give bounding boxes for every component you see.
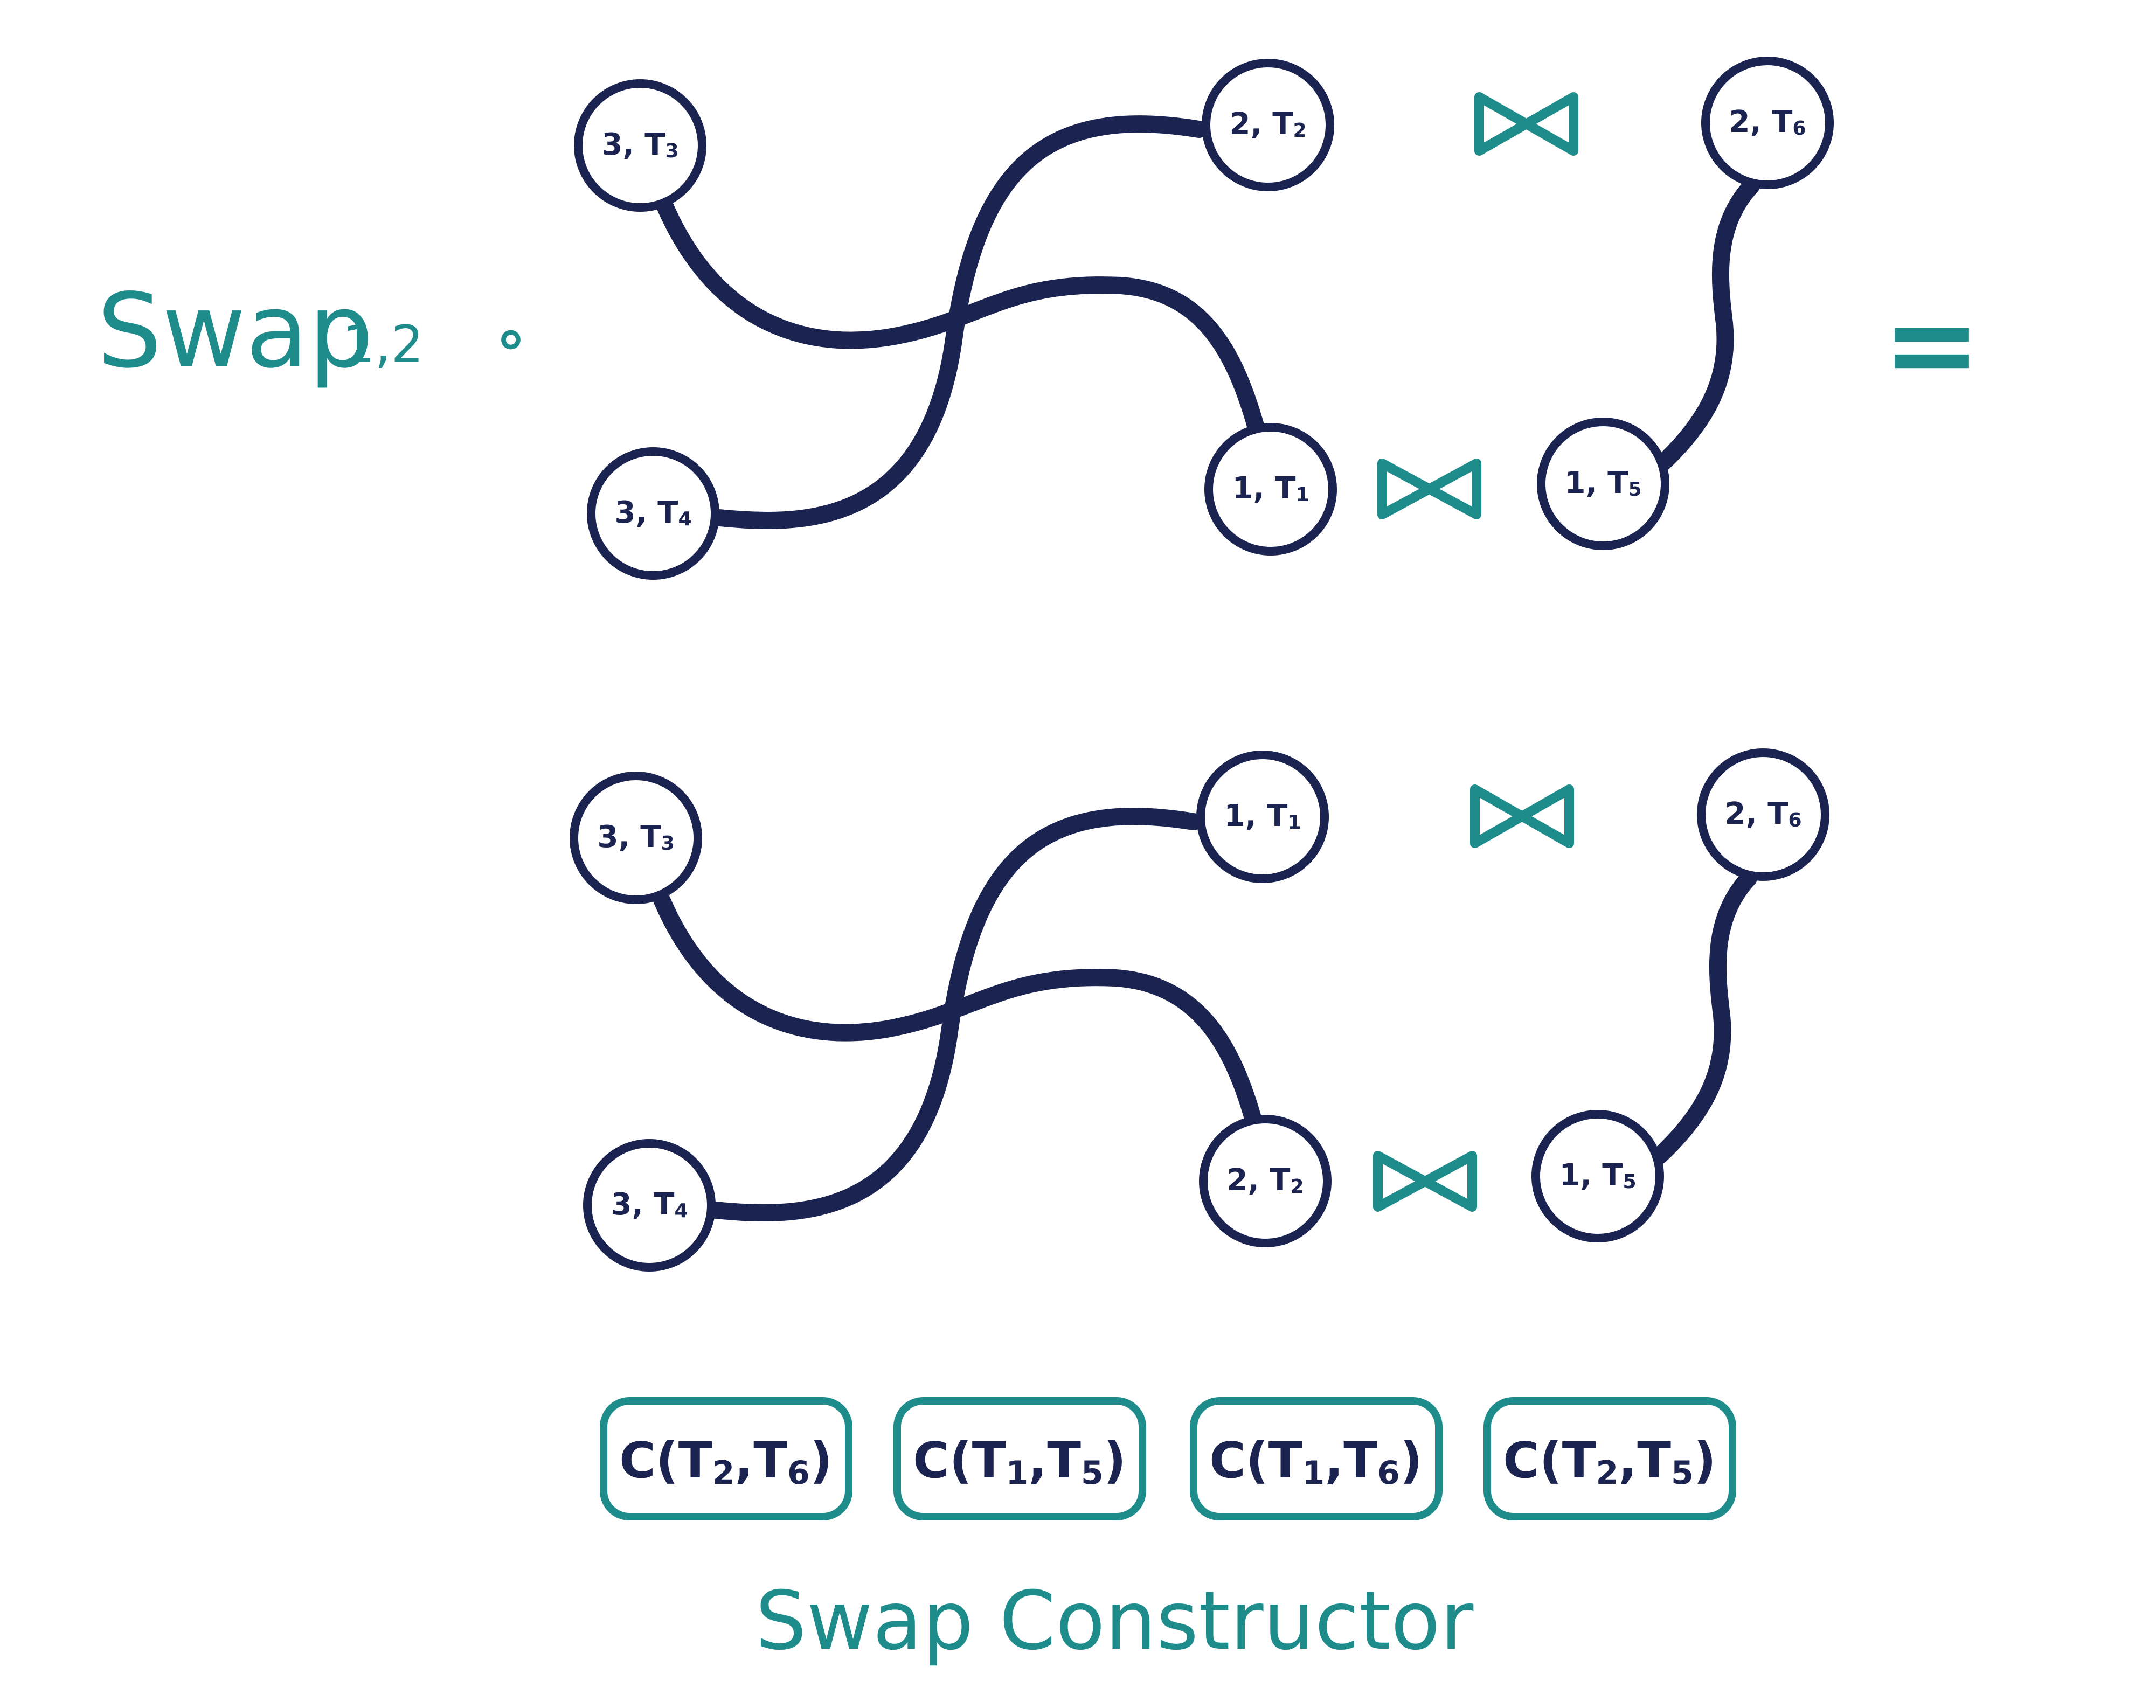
constraint-label: C(T2,T5) bbox=[1503, 1432, 1716, 1492]
node: 2, T2 bbox=[1199, 1115, 1332, 1247]
node-circle bbox=[1199, 1115, 1332, 1247]
equals-symbol: = bbox=[1882, 275, 1981, 413]
node-label: 2, T2 bbox=[1229, 107, 1306, 142]
node: 1, T5 bbox=[1537, 418, 1669, 550]
node: 1, T5 bbox=[1531, 1110, 1664, 1242]
bowtie-icon bbox=[1377, 459, 1481, 519]
node: 3, T3 bbox=[570, 772, 702, 904]
node-label: 2, T2 bbox=[1226, 1163, 1304, 1198]
constraint-box: C(T2,T5) bbox=[1483, 1397, 1736, 1520]
edge-b-c bbox=[702, 808, 1202, 1221]
edge-a-d bbox=[657, 199, 1264, 434]
node-label: 3, T4 bbox=[611, 1187, 688, 1222]
node-label: 2, T6 bbox=[1729, 105, 1806, 140]
edge-e-f bbox=[1654, 177, 1760, 472]
edge-a-d bbox=[653, 891, 1261, 1127]
node: 3, T3 bbox=[574, 79, 706, 212]
node-circle bbox=[1202, 59, 1334, 191]
node-label: 3, T3 bbox=[597, 820, 674, 855]
bottom-diagram: 3, T3 3, T4 1, T1 2, T2 2, T6 1, T5 bbox=[570, 748, 1829, 1272]
node: 2, T2 bbox=[1202, 59, 1334, 191]
edge-b-c bbox=[705, 115, 1208, 529]
node-circle bbox=[583, 1139, 716, 1272]
bowtie-icon bbox=[1373, 1151, 1477, 1212]
constraint-label: C(T2,T6) bbox=[619, 1432, 833, 1492]
node-label: 1, T1 bbox=[1232, 471, 1309, 506]
constraint-boxes: C(T2,T6) C(T1,T5) C(T1,T6) C(T2,T5) bbox=[600, 1397, 1736, 1520]
node-circle bbox=[570, 772, 702, 904]
node-label: 1, T1 bbox=[1224, 799, 1301, 834]
caption: Swap Constructor bbox=[755, 1574, 1474, 1668]
node: 2, T6 bbox=[1701, 57, 1834, 189]
node: 3, T4 bbox=[583, 1139, 716, 1272]
constraint-box: C(T1,T5) bbox=[893, 1397, 1146, 1520]
swap-operator-label: Swap bbox=[97, 272, 373, 391]
edge-e-f bbox=[1651, 870, 1757, 1164]
constraint-box-frame bbox=[600, 1397, 852, 1520]
constraint-box-frame bbox=[1190, 1397, 1443, 1520]
node-circle bbox=[587, 447, 719, 580]
node-label: 1, T5 bbox=[1564, 466, 1641, 501]
top-diagram: 3, T3 3, T4 2, T2 1, T1 2, T6 1, T5 bbox=[574, 57, 1834, 580]
node-circle bbox=[1537, 418, 1669, 550]
constraint-box-frame bbox=[1483, 1397, 1736, 1520]
bowtie-icon bbox=[1474, 92, 1578, 156]
compose-symbol: ∘ bbox=[493, 303, 530, 372]
constraint-label: C(T1,T5) bbox=[913, 1432, 1126, 1492]
node-label: 3, T4 bbox=[614, 495, 691, 530]
swap-operator-subscript: 1,2 bbox=[342, 315, 424, 374]
node-label: 2, T6 bbox=[1724, 796, 1801, 831]
node-circle bbox=[1204, 423, 1337, 556]
constraint-box-frame bbox=[893, 1397, 1146, 1520]
node: 2, T6 bbox=[1697, 748, 1829, 881]
constraint-label: C(T1,T6) bbox=[1209, 1432, 1423, 1492]
node-circle bbox=[574, 79, 706, 212]
node: 1, T1 bbox=[1196, 751, 1329, 883]
node-circle bbox=[1701, 57, 1834, 189]
constraint-box: C(T1,T6) bbox=[1190, 1397, 1443, 1520]
bowtie-icon bbox=[1470, 784, 1574, 848]
node-circle bbox=[1697, 748, 1829, 881]
node-label: 3, T3 bbox=[601, 127, 678, 162]
node-label: 1, T5 bbox=[1559, 1158, 1636, 1193]
node-circle bbox=[1531, 1110, 1664, 1242]
node: 3, T4 bbox=[587, 447, 719, 580]
node-circle bbox=[1196, 751, 1329, 883]
node: 1, T1 bbox=[1204, 423, 1337, 556]
constraint-box: C(T2,T6) bbox=[600, 1397, 852, 1520]
